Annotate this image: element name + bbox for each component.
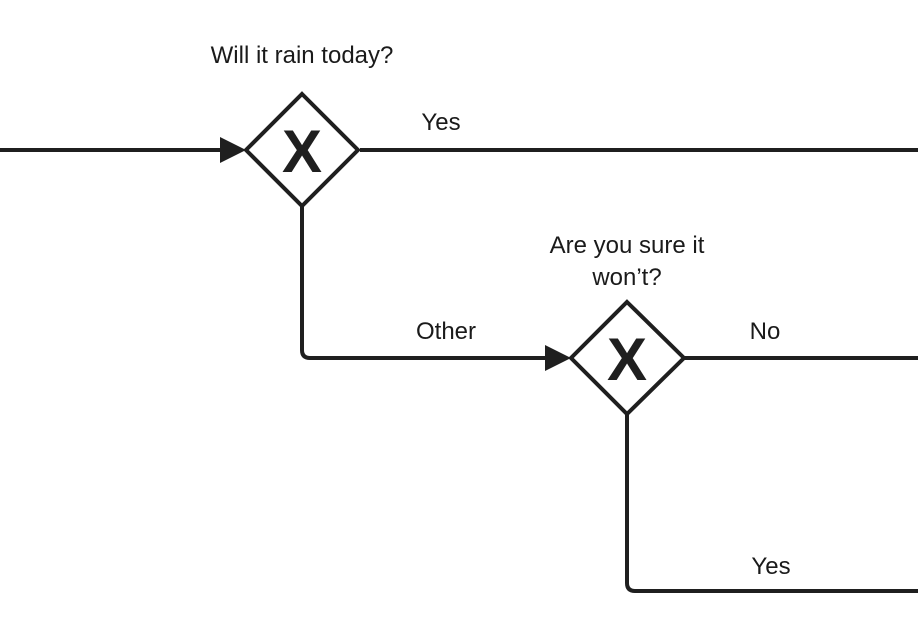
exclusive-gateway-1: X — [243, 91, 361, 209]
gateway1-diamond — [243, 91, 361, 209]
gateway2-no-label: No — [750, 318, 781, 345]
gateway2-yes-label: Yes — [751, 553, 790, 580]
gateway1-other-flow — [300, 206, 550, 360]
gateway2-yes-flow — [625, 414, 918, 593]
gateway1-question-label: Will it rain today? — [211, 42, 394, 69]
other-flow-arrowhead — [545, 345, 571, 371]
exclusive-gateway-2: X — [568, 299, 687, 417]
gateway1-x-icon: X — [282, 118, 322, 185]
incoming-flow-arrowhead — [220, 137, 246, 163]
gateway1-yes-label: Yes — [421, 109, 460, 136]
gateway2-x-icon: X — [607, 326, 647, 393]
gateway2-question-line2: won’t? — [591, 264, 661, 291]
gateway1-other-label: Other — [416, 318, 476, 345]
gateway2-question-line1: Are you sure it — [550, 232, 705, 259]
gateway2-diamond — [568, 299, 687, 417]
